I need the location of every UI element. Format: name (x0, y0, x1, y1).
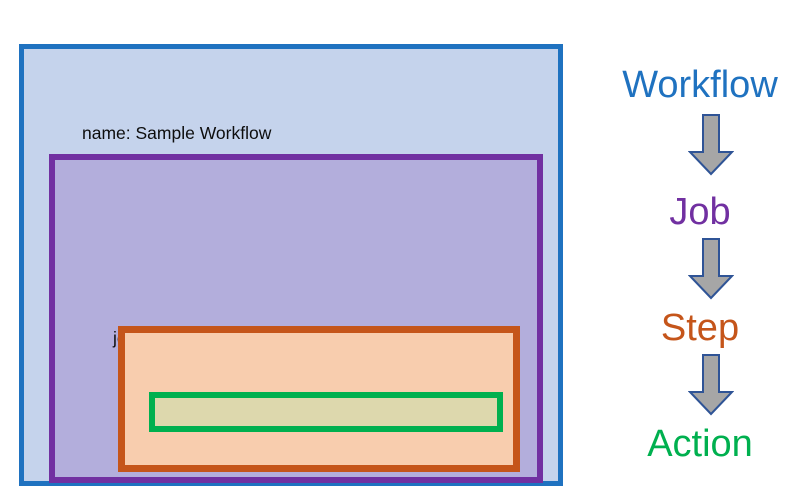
hierarchy-legend: Workflow Job Step Action (600, 56, 800, 476)
legend-label-action: Action (647, 423, 753, 465)
down-arrow-icon (688, 238, 734, 300)
legend-label-job: Job (669, 191, 731, 233)
job-box: jobs: build: runs-on: steps: - uses : ha… (49, 154, 543, 483)
legend-label-step: Step (660, 307, 740, 349)
down-arrow-icon (688, 114, 734, 176)
yaml-line-name: name: Sample Workflow (82, 123, 272, 143)
down-arrow-icon (688, 354, 734, 416)
workflow-box: name: Sample Workflow on: push jobs: bui… (19, 44, 563, 486)
legend-label-workflow: Workflow (622, 64, 778, 106)
step-box: steps: - uses : hashicorp/setup-terrafor… (118, 326, 520, 472)
action-box: - uses : hashicorp/setup-terraform@v1 (149, 392, 503, 432)
